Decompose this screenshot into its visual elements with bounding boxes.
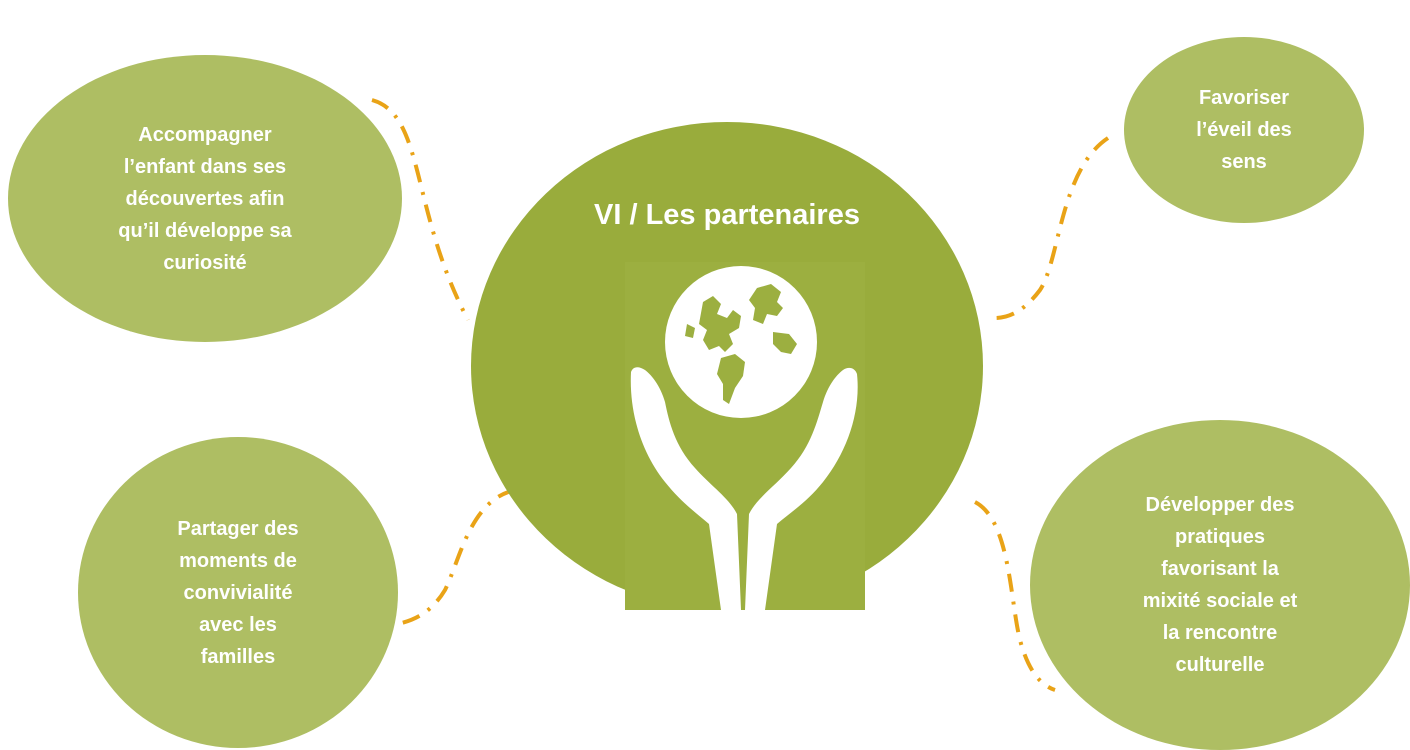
connector-bottom-left <box>391 488 516 627</box>
connector-top-right <box>994 136 1110 320</box>
logo-panel <box>625 262 865 610</box>
center-title: VI / Les partenaires <box>594 199 860 231</box>
connector-bottom-right <box>973 500 1056 692</box>
connector-top-left <box>371 98 470 321</box>
bubble-social-mix-text: Développer des pratiques favorisant la m… <box>1142 494 1298 676</box>
bubble-curiosity-text: Accompagner l’enfant dans ses découverte… <box>118 123 292 274</box>
bubble-curiosity: Accompagner l’enfant dans ses découverte… <box>8 55 402 342</box>
center-bubble: VI / Les partenaires <box>471 122 983 610</box>
bubble-senses: Favoriser l’éveil des sens <box>1124 37 1364 223</box>
bubble-conviviality: Partager des moments de convivialité ave… <box>78 437 398 748</box>
bubble-senses-text: Favoriser l’éveil des sens <box>1196 87 1292 173</box>
bubble-social-mix: Développer des pratiques favorisant la m… <box>1030 420 1410 750</box>
bubble-conviviality-text: Partager des moments de convivialité ave… <box>177 517 299 668</box>
hands-holding-globe-icon <box>630 266 858 610</box>
